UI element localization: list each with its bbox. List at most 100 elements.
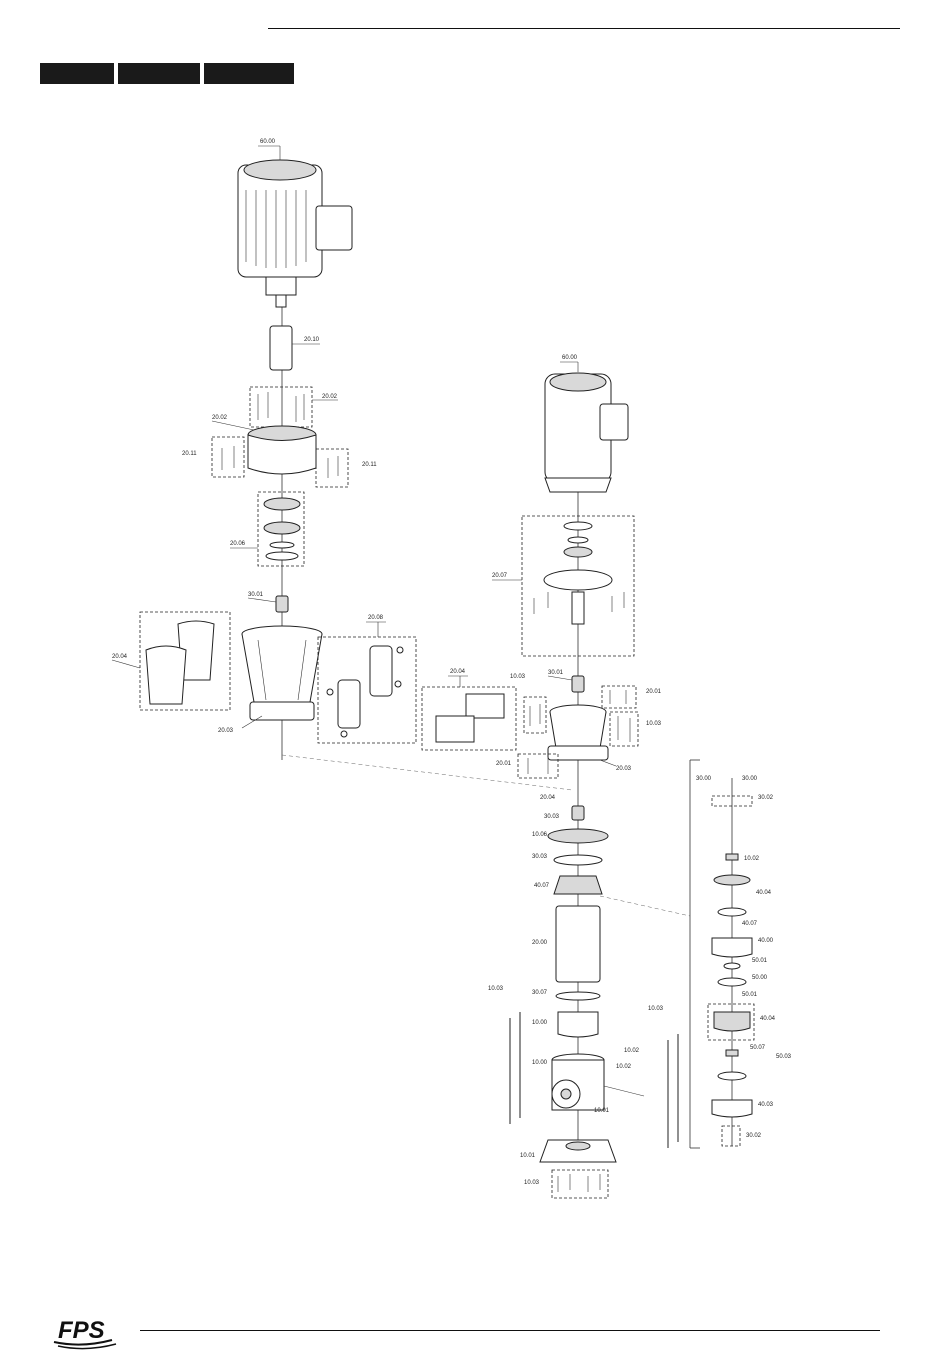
- callout-mid-cap: 10.00: [532, 1020, 548, 1026]
- callout-right-screw-a: 10.03: [510, 674, 526, 680]
- left-seal: [275, 595, 289, 613]
- callout-mid-plug3: 10.01: [594, 1108, 610, 1114]
- stack-f: [723, 962, 741, 970]
- stack-e: [711, 937, 753, 958]
- right-screw-a-box: [523, 696, 547, 734]
- mid-part-d: [553, 854, 603, 866]
- right-bearing-kit: [533, 521, 625, 625]
- callout-stack-shaft-a: 30.00: [696, 776, 712, 782]
- footer-rule: [140, 1330, 880, 1331]
- stack-d: [717, 907, 747, 917]
- mid-part-c: [547, 828, 609, 844]
- callout-left-bracket: 20.03: [218, 728, 234, 734]
- callout-stack-j: 50.07: [750, 1045, 766, 1051]
- header-tab-1: [40, 63, 114, 84]
- callout-left-motor: 60.00: [260, 139, 276, 145]
- left-clamp-box: [317, 636, 417, 744]
- callout-stack-b: 10.02: [744, 856, 760, 862]
- stack-a-box: [711, 795, 753, 807]
- right-bracket: [547, 704, 609, 761]
- callout-stack-k: 50.03: [776, 1054, 792, 1060]
- callout-right-screw-c: 10.03: [646, 721, 662, 727]
- callout-stack-l: 40.03: [758, 1102, 774, 1108]
- left-bracket: [241, 625, 323, 721]
- left-bearings-box: [257, 491, 305, 567]
- callout-stack-shaft-b: 30.00: [742, 776, 758, 782]
- stack-j: [725, 1049, 739, 1057]
- left-guard: [145, 620, 215, 705]
- left-screws-r-box: [315, 448, 349, 488]
- callout-stack-f: 50.01: [752, 958, 768, 964]
- header-tabs: [40, 63, 294, 84]
- callout-left-screws-r: 20.11: [362, 462, 377, 468]
- callout-base-b: 10.03: [524, 1180, 540, 1186]
- left-motor: [237, 159, 353, 308]
- callout-left-guard: 20.04: [112, 654, 128, 660]
- right-guard: [435, 693, 505, 743]
- callout-mid-oring: 30.07: [532, 990, 548, 996]
- callout-mid-plug2: 10.02: [616, 1064, 632, 1070]
- mid-part-e: [553, 875, 603, 895]
- callout-left-bolts-top: 20.02: [322, 394, 338, 400]
- callout-mid-plug: 10.02: [624, 1048, 640, 1054]
- stack-m-box: [721, 1125, 741, 1147]
- callout-mid-d: 30.03: [532, 854, 548, 860]
- callout-mid-c: 10.06: [532, 832, 548, 838]
- callout-left-clamp: 20.08: [368, 615, 384, 621]
- callout-right-motor: 60.00: [562, 355, 578, 361]
- mid-oring: [555, 991, 601, 1001]
- callout-left-seal: 30.01: [248, 592, 264, 598]
- fps-logo: FPS: [53, 1317, 117, 1350]
- mid-sleeve: [555, 905, 601, 983]
- left-flange: [247, 425, 317, 475]
- mid-cap: [557, 1011, 599, 1038]
- callout-mid-base: 10.00: [532, 1060, 548, 1066]
- header-rule: [268, 28, 900, 29]
- callout-mid-sleeve: 20.00: [532, 940, 548, 946]
- callout-left-coupling: 20.10: [304, 337, 320, 343]
- right-guard-box: [421, 686, 517, 751]
- callout-mid-b: 30.03: [544, 814, 560, 820]
- callout-stack-d: 40.07: [742, 921, 758, 927]
- callout-right-screw-d: 20.01: [496, 761, 512, 767]
- left-screws-l-box: [211, 436, 245, 478]
- callout-stack-m: 30.02: [746, 1133, 762, 1139]
- stack-c: [713, 874, 751, 886]
- stack-i-box: [707, 1003, 755, 1041]
- right-screw-d-box: [517, 753, 559, 779]
- callout-left-bearings: 20.06: [230, 541, 246, 547]
- left-guard-box: [139, 611, 231, 711]
- callout-left-flange: 20.02: [212, 415, 228, 421]
- callout-right-seal: 30.01: [548, 670, 564, 676]
- base-foot: [539, 1139, 617, 1163]
- left-bolts-top-box: [249, 386, 313, 428]
- header-tab-2: [118, 63, 200, 84]
- callout-right-screw-b: 20.01: [646, 689, 662, 695]
- callout-right-bearing-kit: 20.07: [492, 573, 508, 579]
- left-clamp: [326, 645, 404, 738]
- stack-g: [717, 977, 747, 987]
- callout-mid-a: 20.04: [540, 795, 556, 801]
- right-screw-c-box: [609, 711, 639, 747]
- stack-k: [717, 1071, 747, 1081]
- stack-l: [711, 1099, 753, 1118]
- callout-stack-i: 40.04: [760, 1016, 776, 1022]
- callout-left-screws-l: 20.11: [182, 451, 197, 457]
- callout-tie-left: 10.03: [488, 986, 504, 992]
- logo-text: FPS: [58, 1317, 105, 1344]
- header-tab-3: [204, 63, 294, 84]
- callout-right-guard: 20.04: [450, 669, 466, 675]
- callout-stack-h: 50.01: [742, 992, 758, 998]
- callout-stack-g: 50.00: [752, 975, 768, 981]
- mid-base: [551, 1053, 605, 1111]
- callout-stack-c: 40.04: [756, 890, 772, 896]
- mid-part-a: [571, 805, 585, 821]
- callout-stack-a: 30.02: [758, 795, 774, 801]
- left-bearings: [263, 497, 301, 561]
- right-screw-b-box: [601, 685, 637, 709]
- callout-tie-right: 10.03: [648, 1006, 664, 1012]
- right-motor: [544, 372, 629, 493]
- callout-base-a: 10.01: [520, 1153, 536, 1159]
- right-bearing-kit-box: [521, 515, 635, 657]
